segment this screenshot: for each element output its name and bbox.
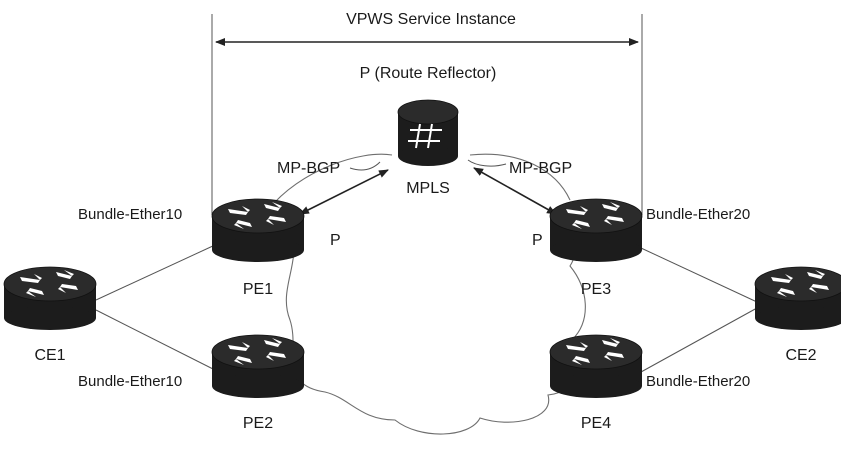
route-reflector-label: P (Route Reflector) [360, 65, 497, 82]
bundle-label-pe1: Bundle-Ether10 [78, 206, 182, 223]
pe3-label: PE3 [581, 281, 611, 298]
mp-bgp-label-right: MP-BGP [509, 160, 572, 177]
bundle-label-pe2: Bundle-Ether10 [78, 373, 182, 390]
link-ce1-pe1 [95, 244, 216, 301]
mp-bgp-leader-left [349, 161, 381, 171]
pe1-label: PE1 [243, 281, 273, 298]
link-pe4-ce2 [640, 307, 758, 373]
service-instance-label: VPWS Service Instance [346, 11, 516, 28]
mpls-cloud-top [267, 153, 571, 211]
mp-bgp-arrow-right [473, 167, 557, 215]
link-ce1-pe2 [95, 309, 216, 371]
ce1-label: CE1 [34, 347, 65, 364]
pe2-label: PE2 [243, 415, 273, 432]
link-pe3-ce2 [640, 247, 758, 303]
ce2-label: CE2 [785, 347, 816, 364]
bundle-label-pe3: Bundle-Ether20 [646, 206, 750, 223]
p-label-right: P [532, 232, 543, 249]
mpls-cloud [285, 227, 586, 435]
route-reflector-icon [397, 99, 459, 167]
ce1-router-icon [3, 266, 97, 331]
p-label-left: P [330, 232, 341, 249]
mpls-label: MPLS [406, 180, 450, 197]
pe4-router-icon [549, 334, 643, 399]
mp-bgp-leader-right [467, 159, 507, 167]
pe2-router-icon [211, 334, 305, 399]
mp-bgp-arrow-left [299, 169, 389, 215]
bundle-label-pe4: Bundle-Ether20 [646, 373, 750, 390]
pe3-router-icon [549, 198, 643, 263]
mp-bgp-label-left: MP-BGP [277, 160, 340, 177]
pe4-label: PE4 [581, 415, 611, 432]
pe1-router-icon [211, 198, 305, 263]
ce2-router-icon [754, 266, 841, 331]
